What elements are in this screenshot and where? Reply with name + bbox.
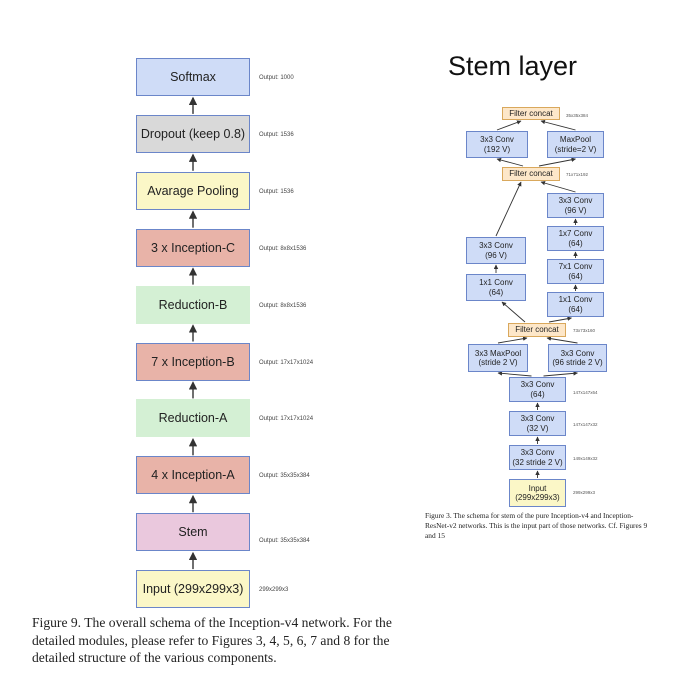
connector-arrow [501,301,526,323]
inception-c-output-label: Output: 8x8x1536 [259,245,307,252]
conv-3x3-64-block: 3x3 Conv (64) [509,377,566,402]
conv-1x1-right-block: 1x1 Conv (64) [547,292,604,317]
filter-concat-bottom-output: 73x73x160 [573,328,596,333]
filter-concat-middle: Filter concat [502,167,560,181]
figure-3-caption: Figure 3. The schema for stem of the pur… [425,511,648,540]
connector-arrow [538,157,576,167]
dropout-block: Dropout (keep 0.8) [136,114,250,153]
connector-arrow [497,371,532,377]
reduction-b-block: Reduction-B [136,285,250,324]
connector-arrow [496,120,522,131]
filter-concat-middle-output: 71x71x192 [566,172,589,177]
input-block: Input (299x299x3) [136,570,250,609]
conv-1x7-block: 1x7 Conv (64) [547,226,604,251]
stem-block: Stem [136,513,250,552]
average-pooling-output-label: Output: 1536 [259,188,294,195]
connector-arrow [497,336,528,344]
softmax-block: Softmax [136,58,250,96]
reduction-a-block: Reduction-A [136,399,250,438]
maxpool-stride2-block: MaxPool (stride=2 V) [547,131,604,158]
inception-c-block: 3 x Inception-C [136,228,250,267]
conv-3x3-32-stride2-block: 3x3 Conv (32 stride 2 V) [509,445,566,470]
filter-concat-bottom: Filter concat [508,323,566,337]
conv-1x1-left-block: 1x1 Conv (64) [466,274,526,301]
figure-9-caption: Figure 9. The overall schema of the Ince… [32,615,392,665]
filter-concat-top: Filter concat [502,107,560,120]
stem-layer-title: Stem layer [448,51,578,81]
conv-3x3-96-right-block: 3x3 Conv (96 V) [547,193,604,218]
connector-arrow [548,316,572,323]
conv-3x3-32v-output: 147x147x32 [573,422,598,427]
conv-3x3-192-block: 3x3 Conv (192 V) [466,131,528,158]
conv-7x1-block: 7x1 Conv (64) [547,259,604,284]
stem-output-label: Output: 35x35x384 [259,538,310,545]
conv-3x3-96-stride2-block: 3x3 Conv (96 stride 2 V) [548,344,607,372]
inception-a-block: 4 x Inception-A [136,456,250,495]
softmax-output-label: Output: 1000 [259,75,294,81]
input-output-label: 299x299x3 [259,587,289,594]
connector-arrow [546,336,578,344]
connector-arrow [540,119,576,131]
conv-3x3-32v-block: 3x3 Conv (32 V) [509,411,566,436]
reduction-a-output-label: Output: 17x17x1024 [259,416,314,423]
inception-b-output-label: Output: 17x17x1024 [259,359,314,366]
inception-a-output-label: Output: 35x35x384 [259,473,310,480]
reduction-b-output-label: Output: 8x8x1536 [259,302,307,309]
average-pooling-block: Avarage Pooling [136,171,250,210]
connector-arrow [495,181,522,237]
conv-3x3-96-left-block: 3x3 Conv (96 V) [466,237,526,264]
inception-b-block: 7 x Inception-B [136,342,250,381]
connector-arrow [540,180,576,193]
dropout-output-label: Output: 1536 [259,131,294,138]
maxpool-3x3-block: 3x3 MaxPool (stride 2 V) [468,344,528,372]
conv-3x3-64-output: 147x147x64 [573,390,598,395]
stem-input-block: Input (299x299x3) [509,479,566,507]
filter-concat-top-output: 35x35x384 [566,113,589,118]
stem-input-output: 299x299x3 [573,490,596,495]
connector-arrow [543,371,578,377]
conv-3x3-32-stride2-output: 149x149x32 [573,456,598,461]
connector-arrow [496,157,524,167]
